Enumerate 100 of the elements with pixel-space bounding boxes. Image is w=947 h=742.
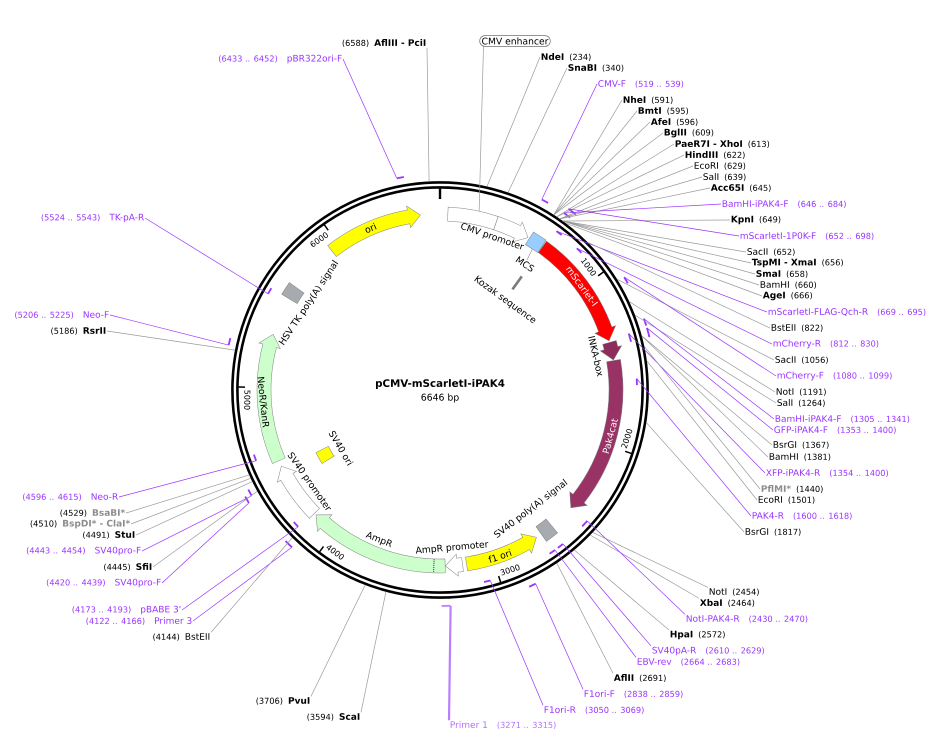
sequence-feature [525, 232, 546, 253]
feature-label: MCS [516, 256, 534, 272]
primer-label: mScarletI-1P0K-F (652 .. 698) [740, 232, 874, 240]
leader-line [556, 230, 768, 312]
primer-label: Primer 1 (3271 .. 3315) [450, 721, 556, 729]
leader-line [565, 222, 762, 296]
primer-mark [563, 212, 571, 218]
leader-line [559, 188, 710, 220]
site-label: (4491) StuI [83, 531, 134, 539]
site-label: (4445) SfiI [104, 563, 152, 571]
primer-mark [396, 176, 404, 180]
primer-label: (4443 .. 4454) SV40pro-F [26, 546, 141, 556]
leader-line [152, 490, 258, 568]
primer-mark [646, 328, 650, 338]
primer-mark [623, 276, 629, 284]
primer-mark [442, 604, 451, 607]
site-label: SnaBI (340) [568, 64, 624, 72]
primer-mark [228, 338, 232, 346]
site-label: NotI (1191) [776, 388, 826, 396]
primer-label: (4596 .. 4615) Neo-R [23, 493, 118, 501]
primer-label: NotI-PAK4-R (2430 .. 2470) [686, 615, 808, 623]
plasmid-title: pCMV-mScarletI-iPAK4 [376, 379, 504, 389]
leader-line [590, 534, 700, 599]
site-label: SacII (1056) [775, 356, 828, 364]
leader-line [508, 68, 568, 193]
primer-label: GFP-iPAK4-F (1353 .. 1400) [774, 426, 896, 434]
primer-mark [293, 521, 299, 528]
primer-label: PAK4-R (1600 .. 1618) [752, 512, 852, 520]
leader-line [562, 544, 652, 646]
primer-label: (6433 .. 6452) pBR322ori-F [219, 54, 342, 64]
primer-mark [582, 520, 588, 527]
leader-line [628, 301, 776, 392]
site-label: (6588) AflIII - PciI [342, 39, 426, 47]
site-label: BsrGI (1367) [774, 441, 829, 449]
leader-line [142, 496, 252, 552]
leader-line [426, 47, 430, 182]
site-label: AgeI (666) [762, 292, 812, 300]
site-label: XbaI (2464) [700, 599, 754, 607]
site-label: BmtI (595) [638, 107, 688, 115]
site-label: AfeI (596) [650, 118, 698, 126]
leader-line [126, 474, 250, 514]
site-label: (5186) RsrII [51, 327, 106, 335]
leader-line [559, 176, 702, 220]
site-label: TspMI - XmaI (656) [752, 258, 843, 268]
primer-mark [284, 540, 293, 548]
primer-mark [636, 378, 638, 386]
primer-label: mScarletI-FLAG-Qch-R (669 .. 695) [768, 308, 926, 316]
leader-line [644, 318, 774, 420]
leader-line [110, 314, 229, 346]
site-label: PflMI* (1440) [762, 485, 823, 493]
primer-label: (4122 .. 4166) Primer 3 [86, 617, 192, 625]
leader-line [448, 606, 452, 720]
site-label: Acc65I (645) [710, 184, 771, 192]
site-label: SmaI (658) [756, 270, 808, 278]
leader-line [478, 46, 484, 212]
leader-line [592, 532, 708, 588]
site-label: BsrGI (1817) [746, 528, 801, 536]
leader-line [562, 220, 756, 274]
site-label: BstEII (822) [772, 324, 823, 332]
leader-line [564, 204, 722, 214]
primer-label: F1ori-F (2838 .. 2859) [584, 690, 683, 698]
leader-line [616, 278, 774, 360]
site-label: EcoRI (629) [694, 162, 746, 170]
primer-label: mCherry-R (812 .. 830) [774, 340, 878, 348]
primer-label: BamHI-iPAK4-F (1305 .. 1341) [776, 415, 910, 423]
primer-label: (4173 .. 4193) pBABE 3' [72, 606, 180, 614]
primer-label: mCherry-F (1080 .. 1099) [778, 372, 892, 380]
leader-line [562, 220, 752, 264]
primer-mark [556, 230, 562, 236]
primer-mark [549, 549, 556, 554]
primer-mark [248, 489, 252, 496]
plasmid-ring [231, 181, 649, 599]
leader-line [556, 562, 614, 674]
site-label: NdeI (234) [542, 53, 591, 61]
leader-line [106, 330, 236, 350]
leader-line [486, 56, 540, 187]
leader-line [562, 220, 760, 286]
site-label: SalI (639) [703, 173, 746, 181]
tick-label: 2000 [621, 429, 632, 448]
sequence-feature: ori [327, 206, 421, 257]
leader-line [542, 84, 598, 200]
site-label: EcoRI (1501) [758, 496, 814, 504]
leader-line [553, 100, 622, 216]
primer-label: (5524 .. 5543) TK-pA-R [42, 214, 144, 222]
callout-box: CMV enhancer [479, 35, 551, 47]
site-label: HpaI (2572) [670, 630, 725, 640]
primer-mark [244, 496, 250, 504]
site-label: HindIII (622) [686, 151, 745, 159]
primer-mark [568, 208, 577, 216]
leader-line [624, 276, 776, 376]
leader-line [568, 208, 740, 236]
site-label: AflII (2691) [614, 674, 666, 682]
primer-label: F1ori-R (3050 .. 3069) [544, 706, 644, 714]
leader-line [553, 132, 664, 216]
leader-line [634, 314, 776, 404]
leader-line [553, 122, 650, 216]
leader-line [576, 248, 772, 344]
primer-label: BamHI-iPAK4-F (646 .. 684) [722, 200, 846, 208]
leader-line [490, 580, 544, 706]
primer-mark [576, 248, 582, 254]
